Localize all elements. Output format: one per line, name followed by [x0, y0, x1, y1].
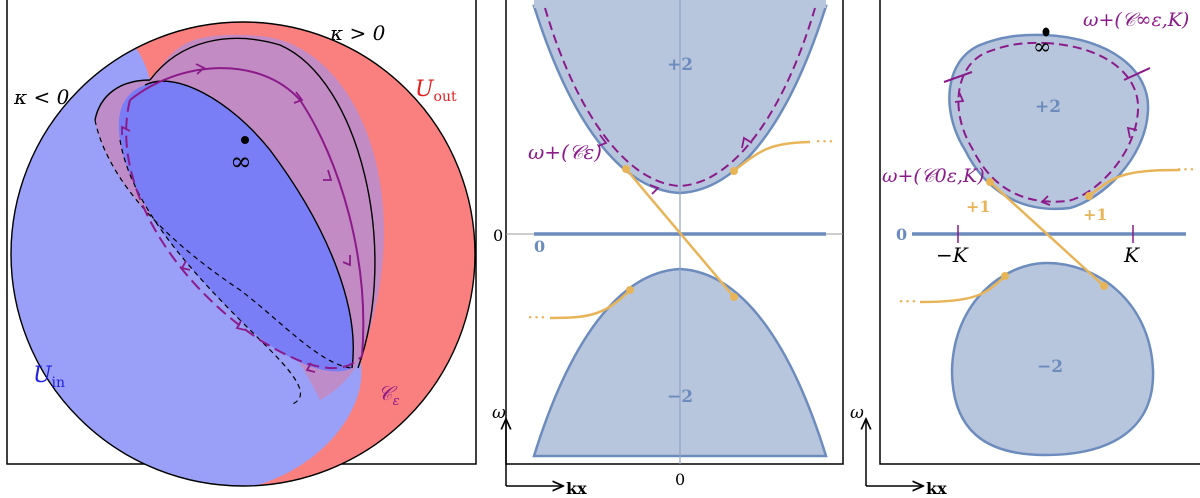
omega-axis-label: ω — [492, 403, 506, 423]
axis-zero-y: 0 — [493, 226, 503, 245]
u-in-label: Uin — [33, 363, 65, 391]
panel-compact: ··· ··· ∞ +2 −2 0 +1 +1 −K K ω+(𝒞∞ε,K) ω… — [850, 0, 1200, 498]
infinity-label: ∞ — [230, 147, 252, 177]
upper-blob — [948, 33, 1150, 211]
edge-state-lower-tail — [549, 289, 631, 320]
edge-state-line — [625, 168, 735, 298]
infinity-label: ∞ — [1033, 35, 1051, 60]
sphere-outline — [10, 21, 476, 487]
edge-state-lower-tail — [919, 275, 1006, 304]
omega-c-epsilon-label: ω+(𝒞ε) — [528, 140, 602, 164]
edge-dots-lower: ··· — [527, 305, 546, 329]
edge-state-upper-tail — [1088, 168, 1181, 197]
omega-axis-label: ω — [850, 403, 864, 423]
chern-zero-label: 0 — [896, 225, 907, 244]
chern-minus2-label: −2 — [1037, 357, 1063, 377]
chern-minus2-label: −2 — [667, 387, 693, 407]
minus-k-label: −K — [936, 243, 969, 267]
u-out-label: Uout — [415, 77, 457, 105]
chern-plus2-label: +2 — [1035, 97, 1061, 117]
panel-sphere: κ > 0 κ < 0 Uout Uin ∞ 𝒞ε — [6, 0, 477, 487]
plus1-right-label: +1 — [1083, 205, 1108, 224]
axis-zero-x: 0 — [675, 470, 685, 489]
panel-compact-frame — [879, 0, 1200, 465]
edge-dots-upper: ··· — [1176, 157, 1195, 181]
inner-ellipse-region — [118, 81, 354, 372]
edge-dots-lower: ··· — [898, 289, 917, 313]
omega-c-epsilon-path — [544, 7, 816, 188]
panel-bands-frame — [505, 0, 844, 465]
kappa-negative-label: κ < 0 — [13, 85, 70, 109]
omega-c-inf-loop — [957, 41, 1140, 203]
sphere-body — [11, 22, 475, 486]
lower-blob — [950, 261, 1155, 457]
omega-c-zero-label: ω+(𝒞0ε,K) — [882, 165, 985, 187]
infinity-point — [241, 136, 249, 144]
kx-axis-label: kx — [566, 479, 587, 498]
plus1-left-label: +1 — [966, 197, 991, 216]
chern-plus2-label: +2 — [667, 55, 693, 75]
panel-bands: ··· ··· +2 −2 0 0 0 ω+(𝒞ε) ω kx — [492, 0, 844, 498]
edge-dots-upper: ··· — [815, 129, 834, 153]
chern-zero-label: 0 — [534, 237, 545, 256]
k-label: K — [1123, 243, 1140, 267]
kappa-positive-label: κ > 0 — [329, 21, 386, 45]
omega-c-inf-label: ω+(𝒞∞ε,K) — [1083, 9, 1189, 31]
kx-axis-label: kx — [926, 479, 947, 498]
c-epsilon-path-dashed — [125, 99, 363, 370]
infinity-point — [1042, 27, 1050, 37]
edge-state-line — [989, 181, 1105, 287]
edge-state-upper-tail — [733, 140, 811, 172]
